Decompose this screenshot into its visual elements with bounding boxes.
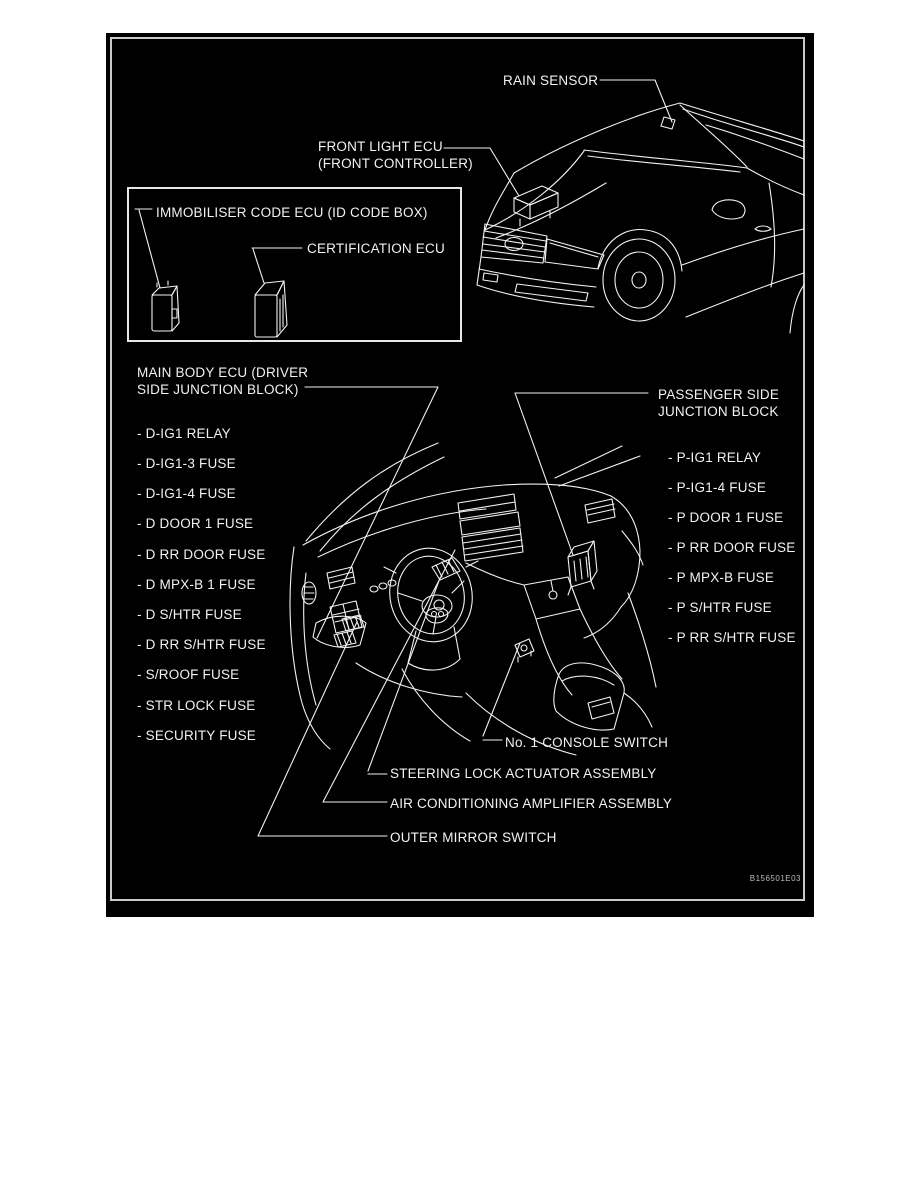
driver-fuse-item: - SECURITY FUSE [137, 728, 257, 743]
driver-fuse-item: - STR LOCK FUSE [137, 698, 256, 713]
passenger-fuse-item: - P RR DOOR FUSE [668, 540, 796, 555]
steering-lock-label: STEERING LOCK ACTUATOR ASSEMBLY [390, 766, 657, 781]
driver-fuse-item: - S/ROOF FUSE [137, 667, 240, 682]
immobiliser-ecu-label: IMMOBILISER CODE ECU (ID CODE BOX) [156, 205, 428, 220]
front-controller-label: (FRONT CONTROLLER) [318, 156, 473, 171]
main-body-ecu-line2: SIDE JUNCTION BLOCK) [137, 382, 299, 397]
ac-amplifier-leader [322, 549, 456, 803]
passenger-jb-leader [514, 392, 649, 556]
passenger-jb-line1: PASSENGER SIDE [658, 387, 780, 402]
passenger-fuse-item: - P S/HTR FUSE [668, 600, 772, 615]
driver-fuse-item: - D-IG1-4 FUSE [137, 486, 236, 501]
console-switch-label: No. 1 CONSOLE SWITCH [505, 735, 669, 750]
diagram-frame [110, 37, 805, 901]
driver-fuse-item: - D RR S/HTR FUSE [137, 637, 266, 652]
driver-fuse-item: - D MPX-B 1 FUSE [137, 577, 256, 592]
passenger-junction-block-part [567, 540, 598, 596]
main-body-ecu-leader [304, 386, 439, 639]
outer-mirror-leader [257, 621, 388, 837]
passenger-fuse-item: - P RR S/HTR FUSE [668, 630, 796, 645]
driver-fuse-item: - D DOOR 1 FUSE [137, 516, 254, 531]
steering-wheel-part [383, 547, 479, 671]
outer-mirror-label: OUTER MIRROR SWITCH [390, 830, 557, 845]
diagram-panel: RAIN SENSOR FRONT LIGHT ECU (FRONT CONTR… [106, 33, 814, 917]
front-light-ecu-label: FRONT LIGHT ECU [318, 139, 443, 154]
passenger-fuse-item: - P MPX-B FUSE [668, 570, 775, 585]
main-body-ecu-line1: MAIN BODY ECU (DRIVER [137, 365, 309, 380]
driver-fuse-item: - D-IG1 RELAY [137, 426, 231, 441]
main-body-ecu-label: MAIN BODY ECU (DRIVER SIDE JUNCTION BLOC… [137, 364, 308, 398]
leader-lines [134, 79, 673, 837]
immobiliser-ecu-part [151, 280, 180, 332]
driver-fuse-item: - D S/HTR FUSE [137, 607, 242, 622]
console-switch-part [514, 638, 535, 663]
figure-code: B156501E03 [749, 874, 801, 883]
driver-fuse-item: - D-IG1-3 FUSE [137, 456, 236, 471]
passenger-fuse-item: - P DOOR 1 FUSE [668, 510, 784, 525]
immobiliser-inset-box [127, 187, 462, 342]
front-light-ecu-leader [443, 147, 520, 197]
car-drawing [476, 102, 805, 334]
steering-lock-actuator-part [425, 557, 461, 624]
rain-sensor-part [660, 116, 676, 130]
side-mirror-part [711, 199, 746, 220]
interior-drawing [289, 442, 657, 756]
component-location-line-art [134, 79, 805, 837]
passenger-fuse-item: - P-IG1-4 FUSE [668, 480, 767, 495]
driver-junction-block-part [329, 600, 363, 648]
front-light-ecu-part [513, 185, 559, 227]
console-switch-leader [482, 642, 521, 741]
rain-sensor-leader [599, 79, 673, 123]
rain-sensor-label: RAIN SENSOR [503, 73, 599, 88]
driver-fuse-item: - D RR DOOR FUSE [137, 547, 266, 562]
passenger-jb-label: PASSENGER SIDE JUNCTION BLOCK [658, 386, 779, 420]
certification-ecu-label: CERTIFICATION ECU [307, 241, 445, 256]
certification-ecu-part [254, 280, 288, 338]
passenger-jb-line2: JUNCTION BLOCK [658, 404, 779, 419]
passenger-fuse-item: - P-IG1 RELAY [668, 450, 762, 465]
immobiliser-leader [134, 208, 161, 289]
certification-leader [251, 247, 303, 284]
ac-amplifier-label: AIR CONDITIONING AMPLIFIER ASSEMBLY [390, 796, 673, 811]
